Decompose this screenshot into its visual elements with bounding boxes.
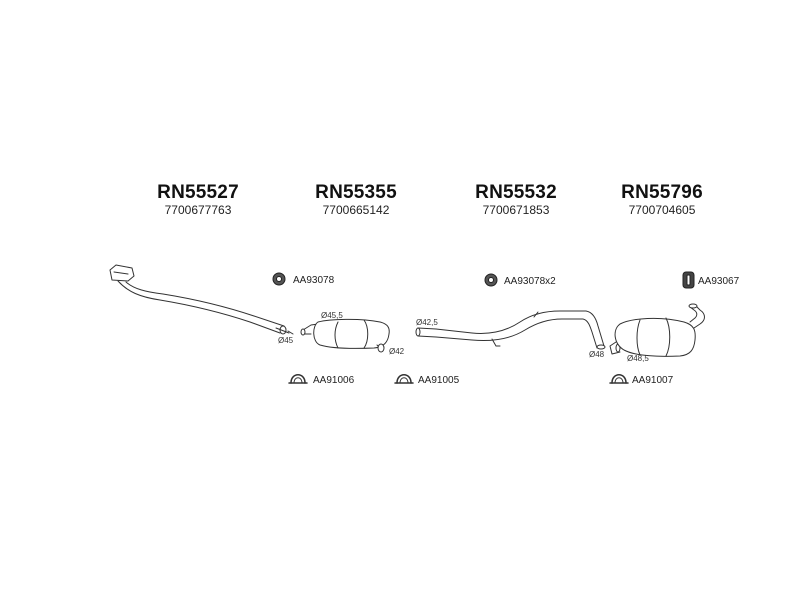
diameter-label: Ø45 [278, 336, 294, 345]
ring-2-label: AA93078x2 [504, 276, 556, 287]
clamp-2 [394, 374, 414, 384]
clamp-1 [288, 374, 308, 384]
part-code: RN55527 [157, 182, 239, 203]
rear-silencer-drawing [609, 303, 705, 357]
oem-code: 7700665142 [322, 203, 390, 217]
diameter-label: Ø42,5 [416, 318, 438, 327]
part-code: RN55532 [475, 182, 557, 203]
diameter-label: Ø45,5 [321, 311, 343, 320]
rubber-ring-2 [484, 273, 498, 287]
diameter-label: Ø48 [589, 350, 605, 359]
oem-code: 7700677763 [164, 203, 232, 217]
clamp-2-label: AA91005 [418, 375, 460, 386]
front-pipe-drawing [109, 264, 294, 335]
part-code: RN55796 [621, 182, 703, 203]
diameter-label: Ø48,5 [627, 354, 649, 363]
rubber-ring-1 [272, 272, 286, 286]
rubber-hanger [682, 271, 695, 289]
part-front-pipe: RN55527 7700677763 [118, 182, 278, 218]
part-middle-silencer: RN55355 7700665142 [276, 182, 436, 218]
clamp-3 [609, 374, 629, 384]
part-rear-silencer: RN55796 7700704605 [582, 182, 742, 218]
oem-code: 7700704605 [628, 203, 696, 217]
part-code: RN55355 [315, 182, 397, 203]
intermediate-pipe-drawing [415, 310, 606, 350]
hanger-label: AA93067 [698, 276, 740, 287]
ring-1-label: AA93078 [293, 275, 335, 286]
part-intermediate-pipe: RN55532 7700671853 [436, 182, 596, 218]
oem-code: 7700671853 [482, 203, 550, 217]
diameter-label: Ø42 [389, 347, 405, 356]
middle-silencer-drawing [300, 318, 390, 353]
clamp-1-label: AA91006 [313, 375, 355, 386]
clamp-3-label: AA91007 [632, 375, 674, 386]
